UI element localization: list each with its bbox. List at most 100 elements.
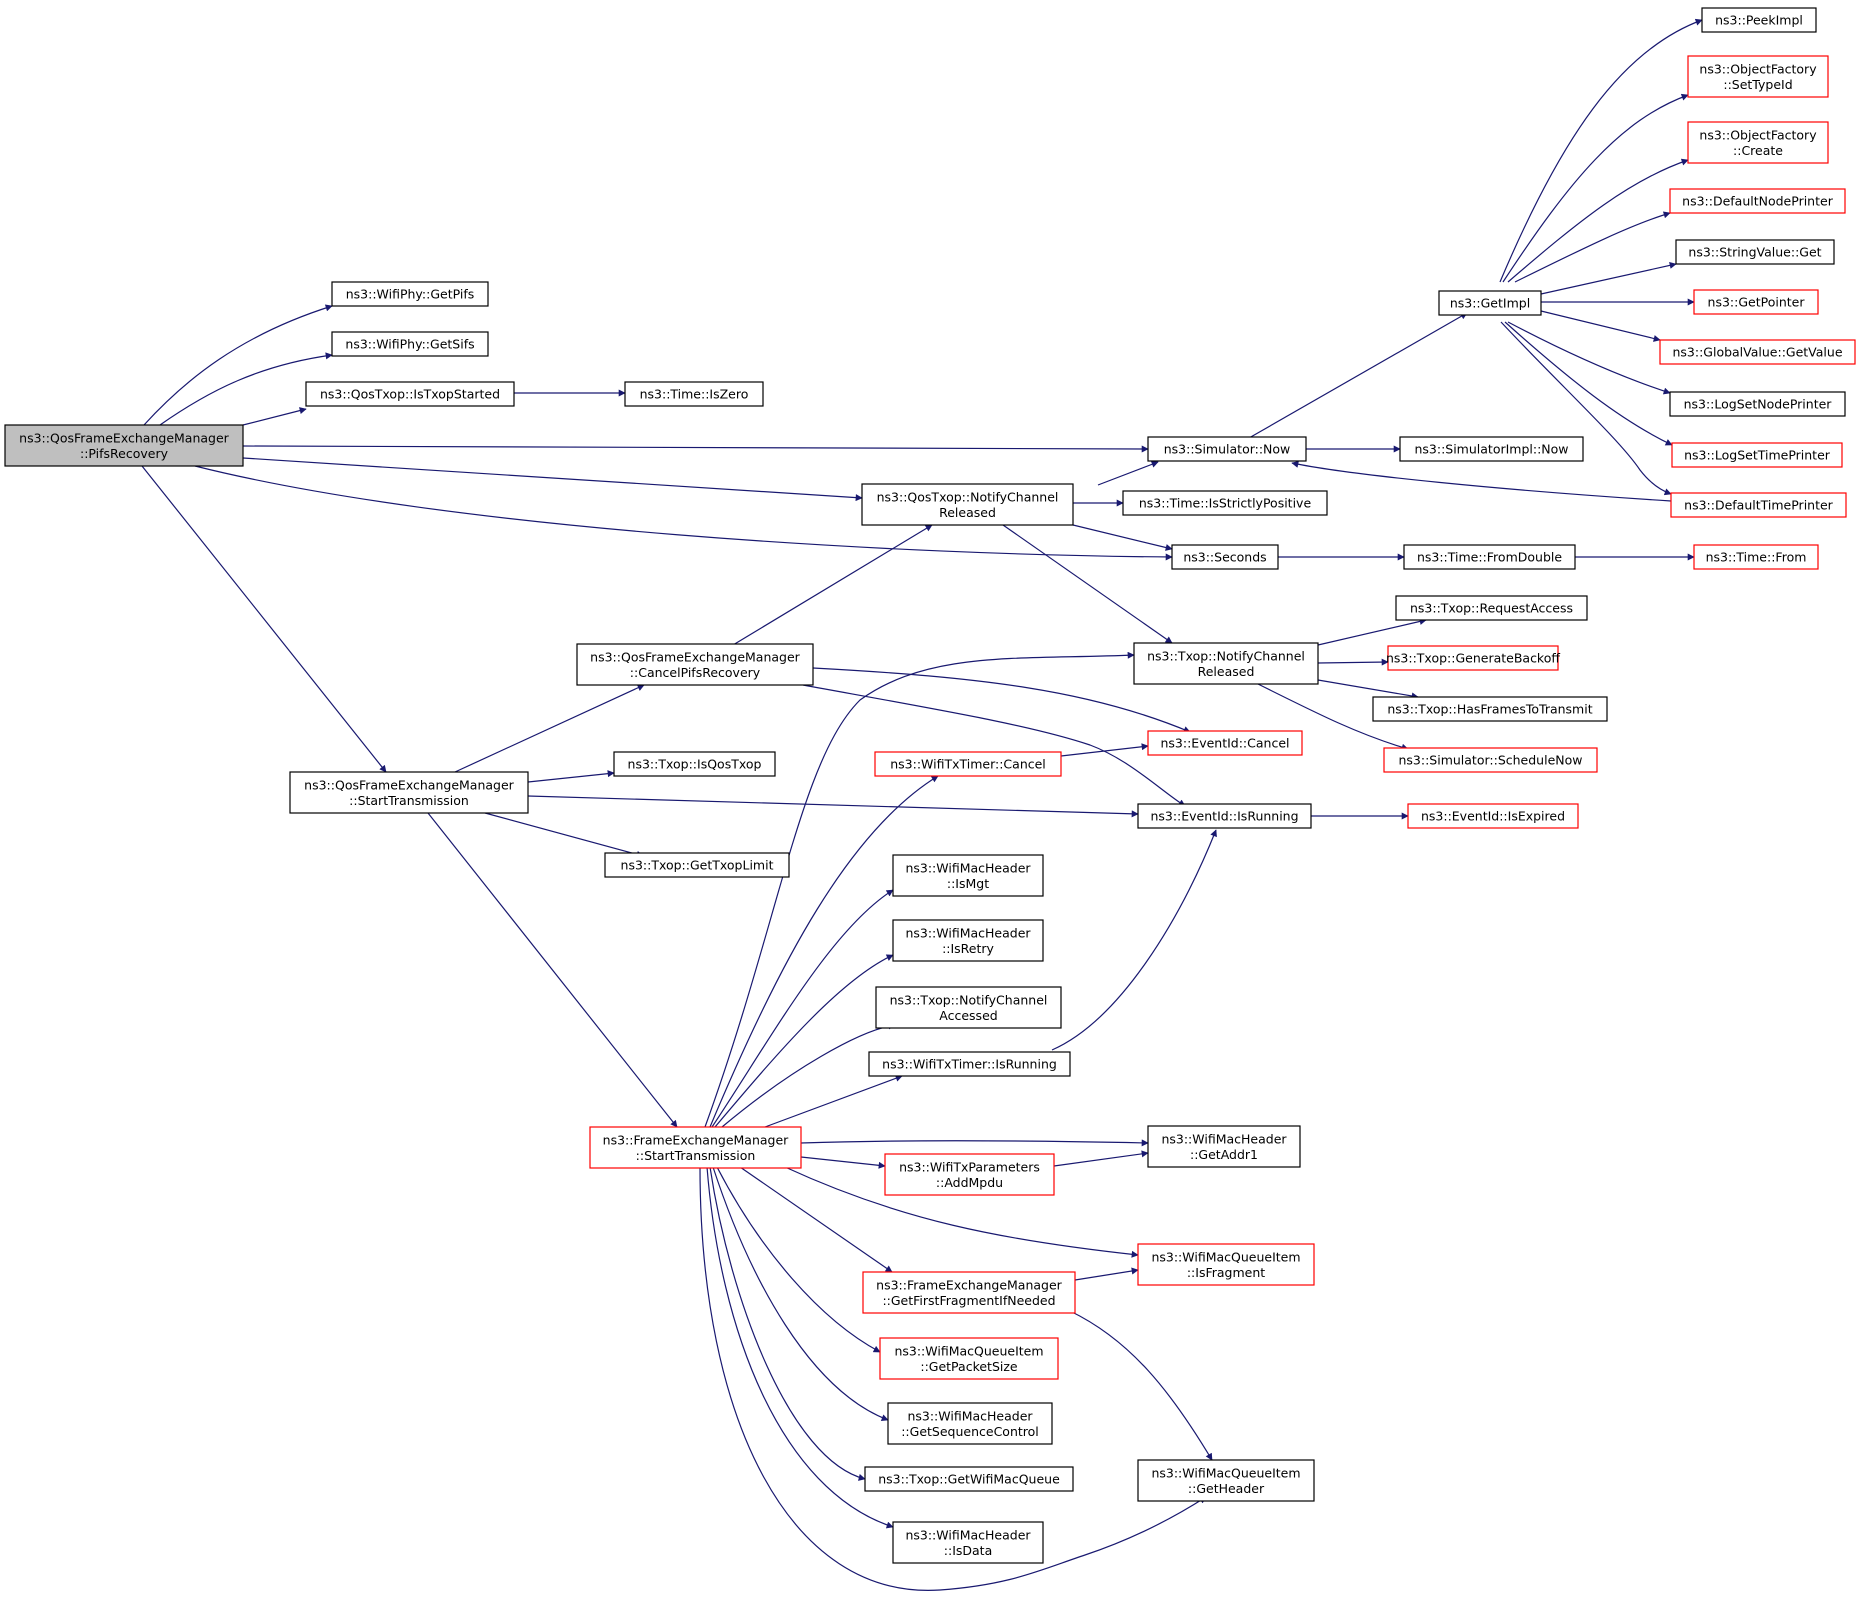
node-simimplnow[interactable]: ns3::SimulatorImpl::Now	[1399, 436, 1584, 462]
node-label: ::GetFirstFragmentIfNeeded	[882, 1293, 1055, 1308]
node-label: Accessed	[939, 1008, 997, 1023]
node-getsifs[interactable]: ns3::WifiPhy::GetSifs	[331, 331, 489, 357]
node-box	[868, 1051, 1071, 1077]
node-label: ::SetTypeId	[1723, 77, 1792, 92]
node-label: ns3::Txop::NotifyChannel	[890, 992, 1048, 1007]
edge-qosnotifyreleased-txopnotifyreleased	[1002, 524, 1173, 644]
node-label: ::IsData	[944, 1543, 992, 1558]
node-getaddr1[interactable]: ns3::WifiMacHeader::GetAddr1	[1147, 1125, 1301, 1168]
node-isqostxop[interactable]: ns3::Txop::IsQosTxop	[613, 751, 776, 777]
node-timefrom[interactable]: ns3::Time::From	[1693, 544, 1819, 570]
node-box	[604, 852, 790, 878]
node-getfirstfrag[interactable]: ns3::FrameExchangeManager::GetFirstFragm…	[862, 1271, 1076, 1314]
node-box	[1407, 803, 1579, 829]
node-label: ns3::FrameExchangeManager	[603, 1132, 789, 1147]
edge-festarttx-getheader	[699, 1166, 1207, 1591]
node-box	[864, 1466, 1074, 1492]
node-label: ns3::WifiMacHeader	[1161, 1131, 1287, 1146]
node-wifitxtimercancel[interactable]: ns3::WifiTxTimer::Cancel	[874, 751, 1062, 777]
node-label: ns3::WifiTxParameters	[899, 1159, 1040, 1174]
node-box	[1147, 436, 1307, 462]
edge-cancelpifs-eventcancel	[812, 667, 1191, 733]
node-label: ns3::Simulator::Now	[1164, 442, 1291, 457]
node-root[interactable]: ns3::QosFrameExchangeManager::PifsRecove…	[4, 424, 244, 467]
edge-root-simnow	[242, 445, 1149, 453]
node-box	[589, 1126, 802, 1169]
node-box	[874, 751, 1062, 777]
node-ofsettypeid[interactable]: ns3::ObjectFactory::SetTypeId	[1687, 55, 1829, 98]
node-ismgt[interactable]: ns3::WifiMacHeader::IsMgt	[892, 854, 1044, 897]
node-getpifs[interactable]: ns3::WifiPhy::GetPifs	[331, 281, 489, 307]
node-getheader[interactable]: ns3::WifiMacQueueItem::GetHeader	[1137, 1459, 1315, 1502]
node-isdata[interactable]: ns3::WifiMacHeader::IsData	[892, 1521, 1044, 1564]
node-box	[624, 381, 764, 407]
node-ofcreate[interactable]: ns3::ObjectFactory::Create	[1687, 121, 1829, 164]
node-label: ns3::WifiMacQueueItem	[1151, 1249, 1300, 1264]
node-defnodeprinter[interactable]: ns3::DefaultNodePrinter	[1669, 188, 1846, 214]
node-isretry[interactable]: ns3::WifiMacHeader::IsRetry	[892, 919, 1044, 962]
node-cancelpifs[interactable]: ns3::QosFrameExchangeManager::CancelPifs…	[576, 643, 814, 686]
node-box	[1693, 544, 1819, 570]
edge-getimpl-stringvalueget	[1540, 261, 1677, 295]
node-label: ns3::WifiMacHeader	[905, 1527, 1031, 1542]
node-getimpl[interactable]: ns3::GetImpl	[1438, 290, 1542, 316]
edge-qosnotifyreleased-seconds	[1072, 524, 1173, 551]
node-stringvalueget[interactable]: ns3::StringValue::Get	[1675, 239, 1835, 265]
edge-festarttx-ismgt	[711, 889, 894, 1128]
node-eventisexpired[interactable]: ns3::EventId::IsExpired	[1407, 803, 1579, 829]
node-requestaccess[interactable]: ns3::Txop::RequestAccess	[1395, 595, 1588, 621]
node-logsettimeprinter[interactable]: ns3::LogSetTimePrinter	[1671, 442, 1843, 468]
node-simnow[interactable]: ns3::Simulator::Now	[1147, 436, 1307, 462]
node-hasframes[interactable]: ns3::Txop::HasFramesToTransmit	[1372, 696, 1608, 722]
node-label: ::IsRetry	[942, 941, 994, 956]
node-txtimerisrunning[interactable]: ns3::WifiTxTimer::IsRunning	[868, 1051, 1071, 1077]
node-box	[305, 381, 515, 407]
node-deftimeprinter[interactable]: ns3::DefaultTimePrinter	[1670, 492, 1847, 518]
node-label: ::CancelPifsRecovery	[630, 665, 761, 680]
node-gettxoplimit[interactable]: ns3::Txop::GetTxopLimit	[604, 852, 790, 878]
node-label: ns3::ObjectFactory	[1699, 61, 1817, 76]
edge-festarttx-getaddr1	[800, 1139, 1149, 1147]
node-getseqctrl[interactable]: ns3::WifiMacHeader::GetSequenceControl	[887, 1402, 1053, 1445]
node-iszero[interactable]: ns3::Time::IsZero	[624, 381, 764, 407]
node-label: ns3::FrameExchangeManager	[876, 1277, 1062, 1292]
edge-txopnotifyreleased-schedulenow	[1257, 683, 1409, 751]
node-box	[613, 751, 776, 777]
node-globalvalueget[interactable]: ns3::GlobalValue::GetValue	[1659, 339, 1856, 365]
node-addmpdu[interactable]: ns3::WifiTxParameters::AddMpdu	[884, 1153, 1055, 1196]
node-box	[331, 331, 489, 357]
node-getwifimacqueue[interactable]: ns3::Txop::GetWifiMacQueue	[864, 1466, 1074, 1492]
edge-txopnotifyreleased-generatebackoff	[1317, 658, 1389, 666]
node-logsetnodeprinter[interactable]: ns3::LogSetNodePrinter	[1669, 391, 1846, 417]
node-box	[892, 854, 1044, 897]
node-getpacketsize[interactable]: ns3::WifiMacQueueItem::GetPacketSize	[879, 1337, 1059, 1380]
node-festarttx[interactable]: ns3::FrameExchangeManager::StartTransmis…	[589, 1126, 802, 1169]
node-qosstarttx[interactable]: ns3::QosFrameExchangeManager::StartTrans…	[289, 771, 529, 814]
node-fromdouble[interactable]: ns3::Time::FromDouble	[1403, 544, 1576, 570]
edge-festarttx-getseqctrl	[712, 1166, 889, 1421]
node-eventisrunning[interactable]: ns3::EventId::IsRunning	[1137, 803, 1312, 829]
edge-getfirstfrag-isfragment	[1074, 1267, 1139, 1281]
node-box	[1147, 1125, 1301, 1168]
node-istxopstarted[interactable]: ns3::QosTxop::IsTxopStarted	[305, 381, 515, 407]
edge-festarttx-wifitxtimercancel	[709, 775, 939, 1128]
node-getpointer[interactable]: ns3::GetPointer	[1693, 289, 1819, 315]
node-box	[1669, 188, 1846, 214]
node-label: ::IsMgt	[947, 876, 989, 891]
node-box	[1372, 696, 1608, 722]
node-schedulenow[interactable]: ns3::Simulator::ScheduleNow	[1383, 747, 1598, 773]
node-generatebackoff[interactable]: ns3::Txop::GenerateBackoff	[1386, 645, 1560, 671]
node-peekimpl[interactable]: ns3::PeekImpl	[1701, 7, 1817, 33]
edge-festarttx-txtimerisrunning	[764, 1074, 903, 1128]
node-isfragment[interactable]: ns3::WifiMacQueueItem::IsFragment	[1137, 1243, 1315, 1286]
node-box	[1687, 55, 1829, 98]
node-eventcancel[interactable]: ns3::EventId::Cancel	[1147, 730, 1303, 756]
node-isstrictlypositive[interactable]: ns3::Time::IsStrictlyPositive	[1122, 490, 1328, 516]
node-seconds[interactable]: ns3::Seconds	[1171, 544, 1279, 570]
edge-root-istxopstarted	[242, 407, 307, 426]
node-box	[1670, 492, 1847, 518]
